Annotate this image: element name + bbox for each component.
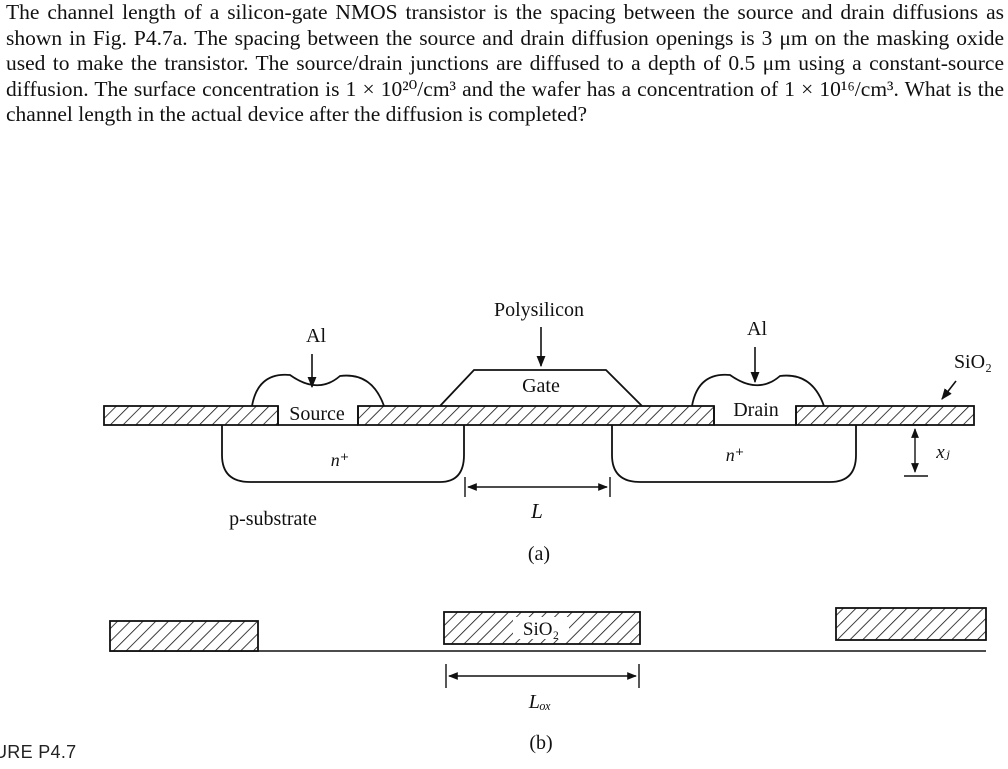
sio2-arrow — [941, 380, 957, 400]
sio2-label-bg — [513, 617, 569, 639]
label-sio2-b: SiO₂ — [523, 619, 559, 640]
label-gate: Gate — [522, 375, 560, 397]
label-n-plus-right: n⁺ — [726, 445, 745, 465]
label-substrate: p-substrate — [229, 508, 317, 530]
label-oxide-length: Lₒₓ — [528, 691, 552, 713]
source-diffusion — [221, 425, 465, 483]
drain-contact-window — [713, 406, 797, 426]
problem-text: The channel length of a silicon-gate NMO… — [6, 0, 1004, 127]
label-xj: xⱼ — [935, 442, 949, 463]
sio2-left — [103, 405, 279, 426]
al-contact-source — [251, 373, 385, 407]
figure-a: Polysilicon Al Al SiO₂ Gate Source Drain… — [103, 299, 992, 565]
polysilicon-gate — [439, 369, 643, 407]
label-source: Source — [289, 403, 345, 425]
al-contact-drain — [691, 373, 825, 407]
caption-b: (b) — [529, 732, 552, 754]
label-polysilicon: Polysilicon — [494, 299, 584, 321]
mask-oxide-right — [835, 607, 987, 641]
sio2-gate-oxide — [357, 405, 715, 426]
label-channel-length: L — [530, 499, 543, 523]
caption-a: (a) — [528, 543, 550, 565]
label-al-left: Al — [306, 325, 326, 347]
label-n-plus-left: n⁺ — [331, 450, 350, 470]
label-drain: Drain — [733, 399, 779, 421]
figure-b: SiO₂ Lₒₓ (b) — [109, 607, 987, 754]
mask-oxide-left — [109, 620, 259, 652]
drain-diffusion — [611, 425, 857, 483]
label-sio2-a: SiO₂ — [954, 351, 992, 373]
label-al-right: Al — [747, 318, 767, 340]
figure-caption: URE P4.7 — [0, 742, 77, 762]
source-contact-window — [277, 406, 359, 426]
sio2-right — [795, 405, 975, 426]
problem-statement: The channel length of a silicon-gate NMO… — [6, 0, 1004, 128]
